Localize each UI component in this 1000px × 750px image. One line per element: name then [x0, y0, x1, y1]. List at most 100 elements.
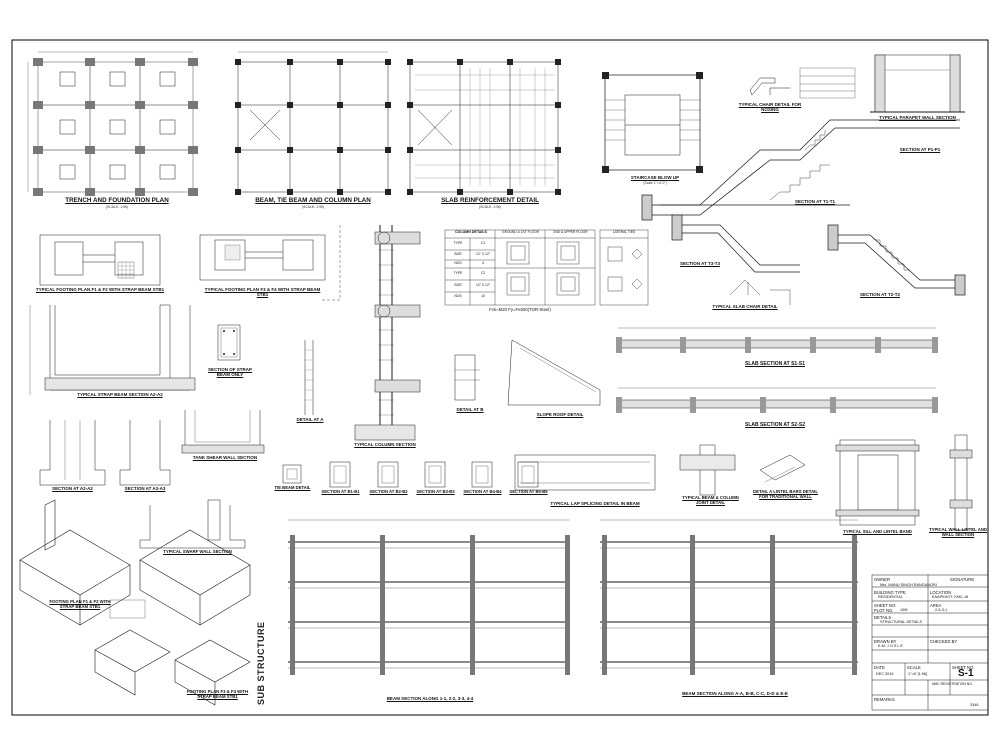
col-row-c2: C2: [480, 271, 486, 275]
title-section-b4: SECTION AT B4-B4: [463, 489, 502, 494]
beam-column-joint: [679, 444, 736, 496]
title-detail-a: DETAIL AT A: [296, 417, 324, 422]
section-b1: [329, 461, 351, 488]
tb-date: DEC 2016: [876, 672, 894, 676]
slab-section-s2: [616, 387, 938, 413]
title-slab-s1: SLAB SECTION AT S1-S1: [744, 361, 805, 367]
col-row-nos-val-2: 10: [481, 294, 485, 298]
ground-first-heading: GROUND & 1ST FLOOR: [502, 230, 539, 234]
tb-location: KAAPKHOT, KMC-16: [932, 595, 969, 599]
tb-owner: Mrs. MANU SINGH RANGANORI: [880, 583, 937, 587]
col-row-c1: C1: [480, 241, 486, 245]
tb-plot-no-label: PLOT NO.: [874, 608, 894, 613]
title-iso-f3f4: FOOTING PLAN F3 & F4 WITH STRAP BEAM STB…: [186, 689, 249, 699]
tb-drawn-label: DRAWN BY: [874, 639, 897, 644]
title-beam-along-1: BEAM SECTION ALONG 1-1, 2-2, 3-3, 4-4: [386, 696, 474, 701]
title-footing-f1f2: TYPICAL FOOTING PLAN F1 & F2 WITH STRAP …: [35, 287, 165, 292]
beam-column-plan: [235, 51, 391, 195]
col-row-size-val-1: 12" X 12": [475, 252, 491, 256]
lateral-ties-heading: LATERAL TIES: [612, 230, 636, 234]
slope-roof-detail: [507, 339, 601, 406]
title-slab-chair: TYPICAL SLAB CHAIR DETAIL: [712, 304, 778, 309]
title-lap-splicing: TYPICAL LAP SPLICING DETAIL IN BEAM: [550, 501, 640, 506]
section-a2-a2: [39, 420, 106, 486]
slab-reinforcement-plan: [407, 59, 561, 195]
scale-slab-reinf: (SCALE- 1:96): [478, 205, 502, 209]
col-row-nos-1: NOS: [454, 261, 462, 265]
title-beam-column-plan: BEAM, TIE BEAM AND COLUMN PLAN: [255, 197, 371, 204]
isometric-footing-f3f4: [94, 629, 251, 706]
isometric-footing-f1f2: [19, 499, 251, 626]
title-detail-b: DETAIL AT B: [456, 407, 484, 412]
scale-beam-plan: (SCALE- 1:96): [301, 205, 325, 209]
tb-remarks-label: REMARKS: [874, 697, 895, 702]
col-row-size-val-2: 12" X 12": [475, 283, 491, 287]
title-swarf-wall: TYPICAL SWARF WALL SECTION: [163, 549, 232, 554]
section-b4: [471, 461, 493, 488]
strap-beam-section: [29, 304, 196, 395]
tb-reg-no: 3346: [970, 703, 979, 707]
title-tie-beam: TIE BEAM DETAIL: [274, 485, 311, 490]
title-beam-along-a: BEAM SECTION ALONG A-A, B-B, C-C, D-D & …: [682, 691, 788, 696]
lap-splicing-detail: [514, 454, 656, 491]
tb-checked-label: CHECKED BY: [930, 639, 958, 644]
footing-plan-f3f4: [199, 234, 326, 281]
section-b5: [517, 461, 539, 488]
title-section-b3: SECTION AT B3-B3: [416, 489, 455, 494]
title-section-p1: SECTION AT P1-P1: [899, 147, 941, 152]
title-beam-column-joint: TYPICAL BEAM & COLUMN JOINT DETAIL: [682, 495, 739, 505]
tb-building-type-label: BUILDING TYPE: [874, 590, 906, 595]
title-section-t2: SECTION AT T2-T2: [859, 292, 900, 297]
swarf-wall-section: [139, 499, 246, 549]
concrete-spec: Fck=M20 Fy=Fe500(TOR-Steel): [489, 307, 551, 312]
wall-lintel-section: [949, 434, 973, 531]
stair-section-t2: [827, 224, 966, 296]
col-row-size-1: SIZE: [454, 252, 462, 256]
scale-trench: (SCALE- 1:96): [105, 205, 129, 209]
beam-along-1-1: [288, 519, 570, 675]
col-row-size-2: SIZE: [454, 283, 462, 287]
col-row-nos-val-1: 4: [482, 261, 484, 265]
chair-nosing-detail: [749, 67, 856, 99]
tb-building-type: RESIDENTIAL: [878, 595, 903, 599]
trench-foundation-plan: [27, 51, 198, 196]
title-strap-beam-section: TYPICAL STRAP BEAM SECTION A2-A2: [77, 392, 163, 397]
title-iso-f1f2: FOOTING PLAN F1 & F2 WITH STRAP BEAM STB…: [49, 599, 111, 609]
tank-shear-wall: [181, 410, 265, 454]
title-parapet-wall: TYPICAL PARAPET WALL SECTION: [879, 115, 956, 120]
second-upper-heading: 2ND & UPPER FLOOR: [553, 230, 588, 234]
sill-lintel-band: [835, 439, 920, 526]
title-staircase-blowup: STAIRCASE BLOW UP: [630, 175, 680, 180]
column-details-table: [444, 229, 649, 306]
staircase-blowup: [602, 72, 703, 173]
title-tank-shear-wall: TANK SHEAR WALL SECTION: [192, 455, 258, 460]
title-slab-reinforcement: SLAB REINFORCEMENT DETAIL: [441, 197, 539, 204]
title-wall-lintel: TYPICAL WALL LINTEL AND WALL SECTION: [928, 527, 988, 537]
column-section: [354, 225, 421, 441]
col-row-type-1: TYPE: [453, 241, 463, 245]
tb-sheet-number: S-1: [958, 668, 974, 679]
sub-structure-label: SUB STRUCTURE: [256, 621, 266, 705]
tb-area-label: AREA: [930, 603, 942, 608]
title-section-b5: SECTION AT B5-B5: [509, 489, 548, 494]
tb-drawn: K.M. J O S L E: [878, 644, 903, 648]
tb-owner-label: OWNER: [874, 577, 891, 582]
stair-section-t1-lower: [660, 164, 850, 206]
section-b2: [377, 461, 399, 488]
col-row-nos-2: NOS: [454, 294, 462, 298]
title-slab-s2: SLAB SECTION AT S2-S2: [744, 422, 805, 428]
title-chair-nosing: TYPICAL CHAIR DETAIL FOR NOSING: [738, 102, 802, 112]
title-sill-lintel: TYPICAL SILL AND LINTEL BAND: [843, 529, 912, 534]
tb-plot-no: 10M: [900, 608, 908, 612]
column-details-heading: COLUMN DETAILS: [455, 230, 487, 234]
detail-at-a: [304, 340, 314, 415]
section-strap-beam-only: [217, 324, 241, 361]
title-section-a2: SECTION AT A2-A2: [52, 486, 93, 491]
tb-details: STRUCTURAL DETAILS: [880, 620, 922, 624]
parapet-wall-section: [870, 54, 965, 113]
title-strap-beam-only: SECTION OF STRAP BEAM ONLY: [207, 367, 252, 377]
col-row-type-2: TYPE: [453, 271, 463, 275]
tb-signature-label: SIGNATURE: [950, 577, 975, 582]
